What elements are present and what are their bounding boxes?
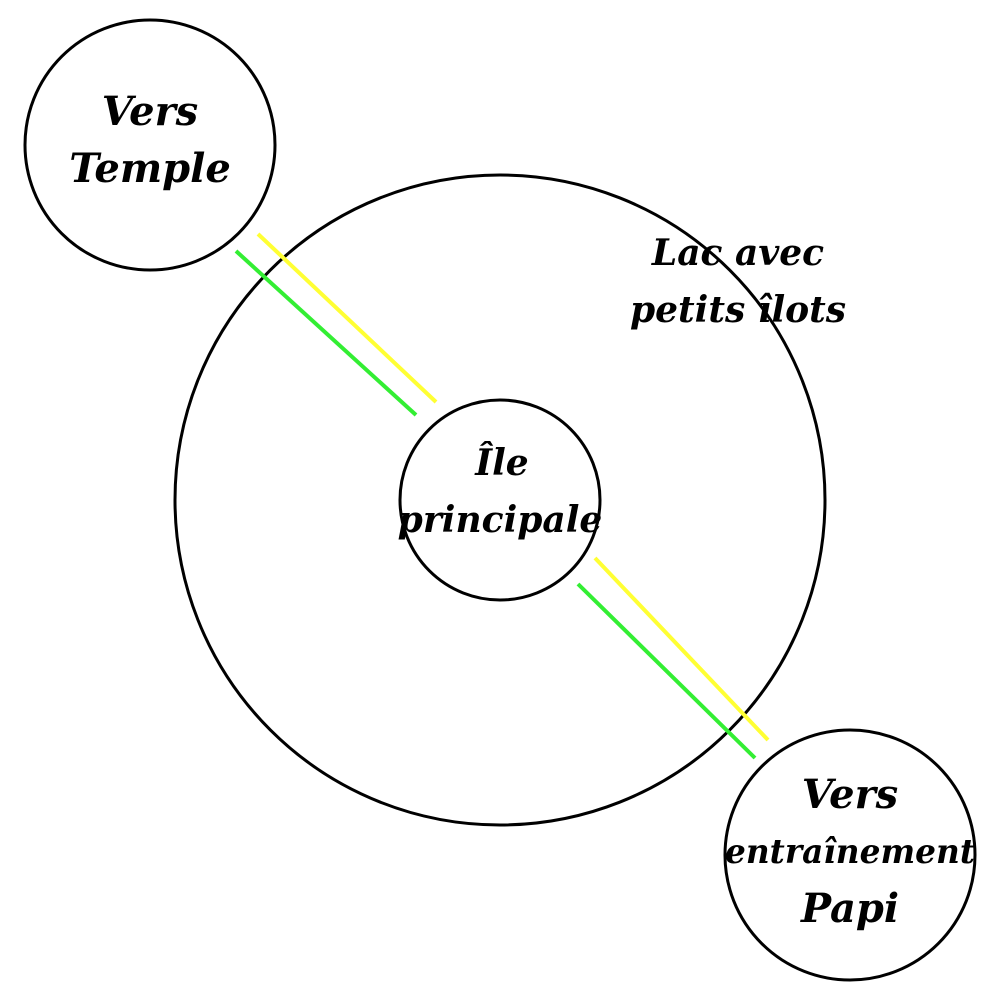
lake-circle — [173, 173, 827, 827]
training-label-line3: Papi — [800, 885, 899, 932]
training-bridge-green — [576, 582, 757, 760]
temple-label-line2: Temple — [69, 145, 231, 192]
training-bridge-yellow — [593, 556, 770, 742]
temple-label-line1: Vers — [102, 88, 198, 135]
training-label-line2: entraînement — [725, 832, 975, 872]
main-island-label-line2: principale — [398, 499, 603, 541]
training-label-line1: Vers — [802, 771, 898, 818]
main-island-label-line1: Île — [474, 442, 528, 484]
temple-bridge-green — [234, 249, 418, 417]
temple-bridge-yellow — [256, 232, 438, 404]
lake-label-line1: Lac avec — [651, 232, 824, 274]
temple-circle — [23, 18, 277, 272]
training-circle — [723, 728, 977, 982]
main-island-circle — [398, 398, 602, 602]
lake-label-line2: petits îlots — [630, 289, 846, 331]
